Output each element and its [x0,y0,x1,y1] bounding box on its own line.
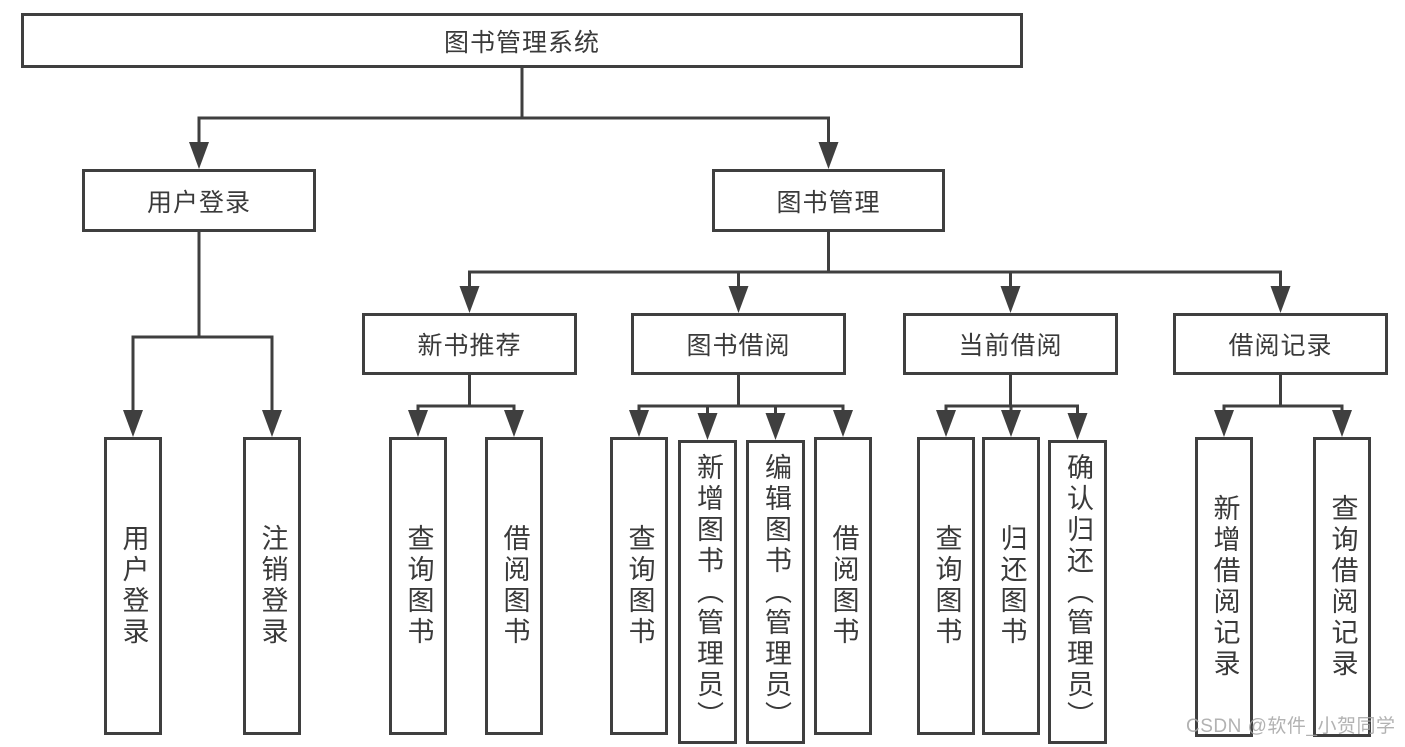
leaf-query-books-current: 查询图书 [917,437,975,735]
node-library-system: 图书管理系统 [21,13,1023,68]
arrowhead-icon [504,410,524,437]
leaf-borrow-books-borrowing: 借阅图书 [814,437,872,735]
node-current-borrowing: 当前借阅 [903,313,1118,375]
arrowhead-icon [123,410,143,437]
arrowhead-icon [408,410,428,437]
arrowhead-icon [459,286,480,313]
arrowhead-icon [1001,410,1021,437]
arrowhead-icon [629,410,649,437]
leaf-query-books-recommend: 查询图书 [389,437,447,735]
arrowhead-icon [1270,286,1291,313]
node-user-login: 用户登录 [82,169,316,232]
leaf-logout: 注销登录 [243,437,301,735]
leaf-confirm-return-admin: 确认归还（管理员） [1048,440,1107,744]
leaf-edit-books-admin: 编辑图书（管理员） [746,440,805,744]
arrowhead-icon [936,410,956,437]
arrowhead-icon [697,413,718,440]
csdn-watermark: CSDN @软件_小贺同学 [1186,716,1396,737]
leaf-add-borrow-record: 新增借阅记录 [1195,437,1253,737]
arrowhead-icon [1000,286,1021,313]
arrowhead-icon [1067,413,1088,440]
arrowhead-icon [1332,410,1352,437]
leaf-return-books: 归还图书 [982,437,1040,735]
arrowhead-icon [833,410,853,437]
leaf-query-borrow-record: 查询借阅记录 [1313,437,1371,737]
leaf-user-login: 用户登录 [104,437,162,735]
leaf-borrow-books-recommend: 借阅图书 [485,437,543,735]
arrowhead-icon [1214,410,1234,437]
arrowhead-icon [818,142,839,169]
node-borrowing-records: 借阅记录 [1173,313,1388,375]
arrowhead-icon [765,413,786,440]
arrowhead-icon [728,286,749,313]
leaf-add-books-admin: 新增图书（管理员） [678,440,737,744]
arrowhead-icon [262,410,282,437]
node-new-book-recommend: 新书推荐 [362,313,577,375]
node-book-management: 图书管理 [712,169,945,232]
node-book-borrowing: 图书借阅 [631,313,846,375]
leaf-query-books-borrowing: 查询图书 [610,437,668,735]
arrowhead-icon [189,142,209,169]
